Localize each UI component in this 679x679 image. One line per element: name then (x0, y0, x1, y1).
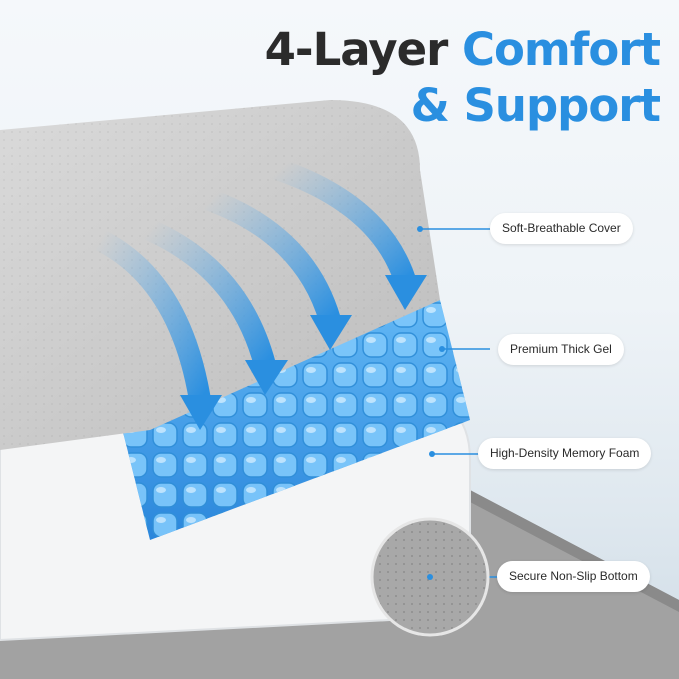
callout-cover: Soft-Breathable Cover (490, 213, 633, 244)
callout-gel: Premium Thick Gel (498, 334, 624, 365)
headline-part2: Comfort (461, 23, 661, 76)
callout-bottom: Secure Non-Slip Bottom (497, 561, 650, 592)
callout-foam: High-Density Memory Foam (478, 438, 652, 469)
down-arrow-icon (89, 229, 222, 430)
down-arrow-icon (269, 159, 427, 310)
non-slip-magnifier (370, 517, 490, 637)
headline-part3: & Support (410, 79, 661, 132)
headline-part1: 4-Layer (264, 23, 449, 76)
down-arrow-icon (139, 219, 288, 395)
down-arrow-icon (199, 189, 352, 350)
headline: 4-Layer Comfort & Support (190, 22, 661, 134)
